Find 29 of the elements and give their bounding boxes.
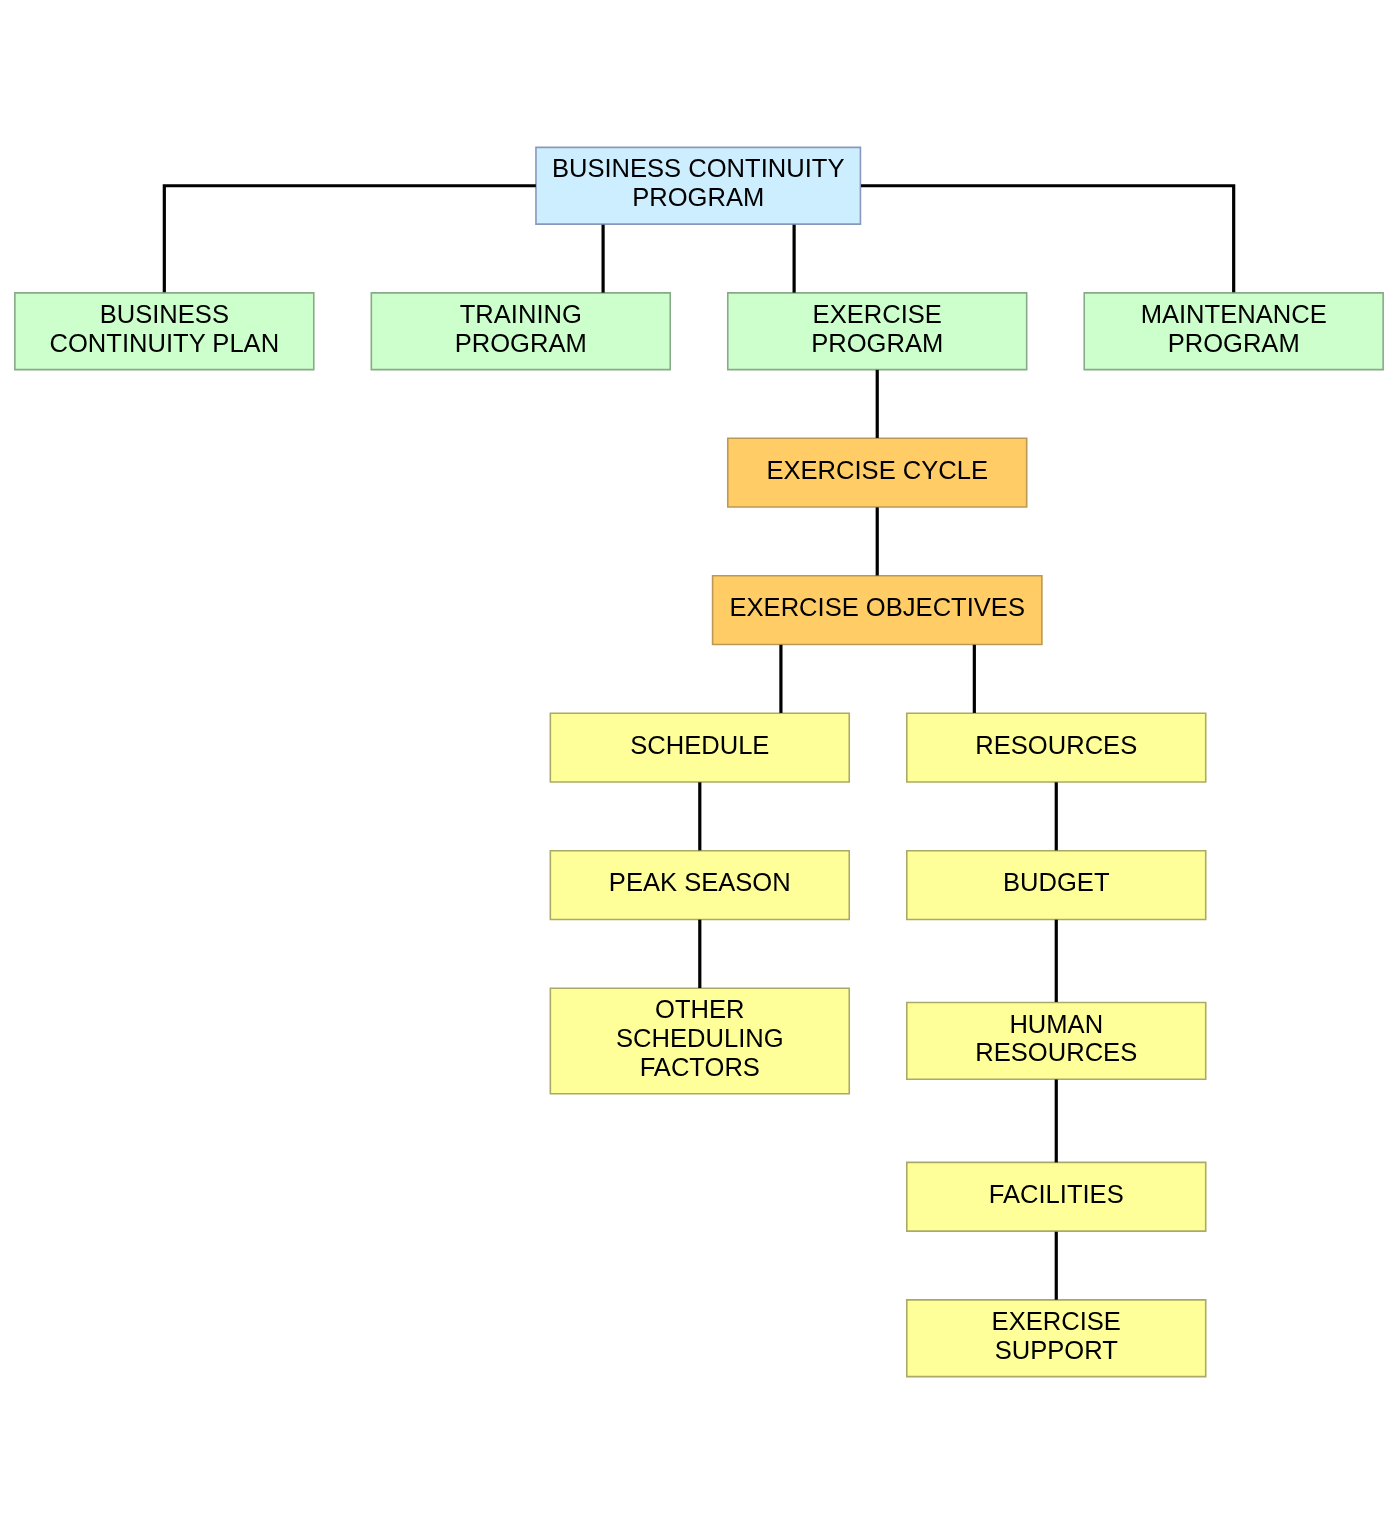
node-box: EXERCISE OBJECTIVES bbox=[711, 575, 1043, 646]
connector bbox=[698, 782, 702, 851]
connector bbox=[875, 507, 879, 576]
connector bbox=[1054, 1079, 1058, 1163]
connector bbox=[1054, 782, 1058, 851]
connector bbox=[972, 644, 976, 713]
node-box: RESOURCES bbox=[906, 712, 1207, 783]
connector bbox=[1054, 919, 1058, 1003]
node-box: FACILITIES bbox=[906, 1161, 1207, 1232]
node-box: BUSINESS CONTINUITY PLAN bbox=[14, 292, 315, 371]
connector bbox=[1054, 1231, 1058, 1300]
node-box: BUDGET bbox=[906, 849, 1207, 921]
connector bbox=[601, 224, 605, 293]
node-box: EXERCISE CYCLE bbox=[726, 437, 1028, 508]
node-box: SCHEDULE bbox=[549, 712, 851, 783]
node-box: BUSINESS CONTINUITY PROGRAM bbox=[535, 146, 862, 225]
connector bbox=[162, 184, 536, 293]
node-box: TRAINING PROGRAM bbox=[370, 292, 672, 371]
connector bbox=[792, 224, 796, 293]
connector bbox=[875, 369, 879, 438]
node-box: EXERCISE SUPPORT bbox=[906, 1299, 1207, 1378]
node-box: EXERCISE PROGRAM bbox=[726, 292, 1028, 371]
node-box: OTHER SCHEDULING FACTORS bbox=[549, 987, 851, 1095]
node-box: PEAK SEASON bbox=[549, 849, 851, 921]
node-box: MAINTENANCE PROGRAM bbox=[1083, 292, 1384, 371]
connector bbox=[779, 644, 783, 713]
connector bbox=[698, 919, 702, 989]
connector bbox=[861, 184, 1236, 293]
node-box: HUMAN RESOURCES bbox=[906, 1001, 1207, 1081]
